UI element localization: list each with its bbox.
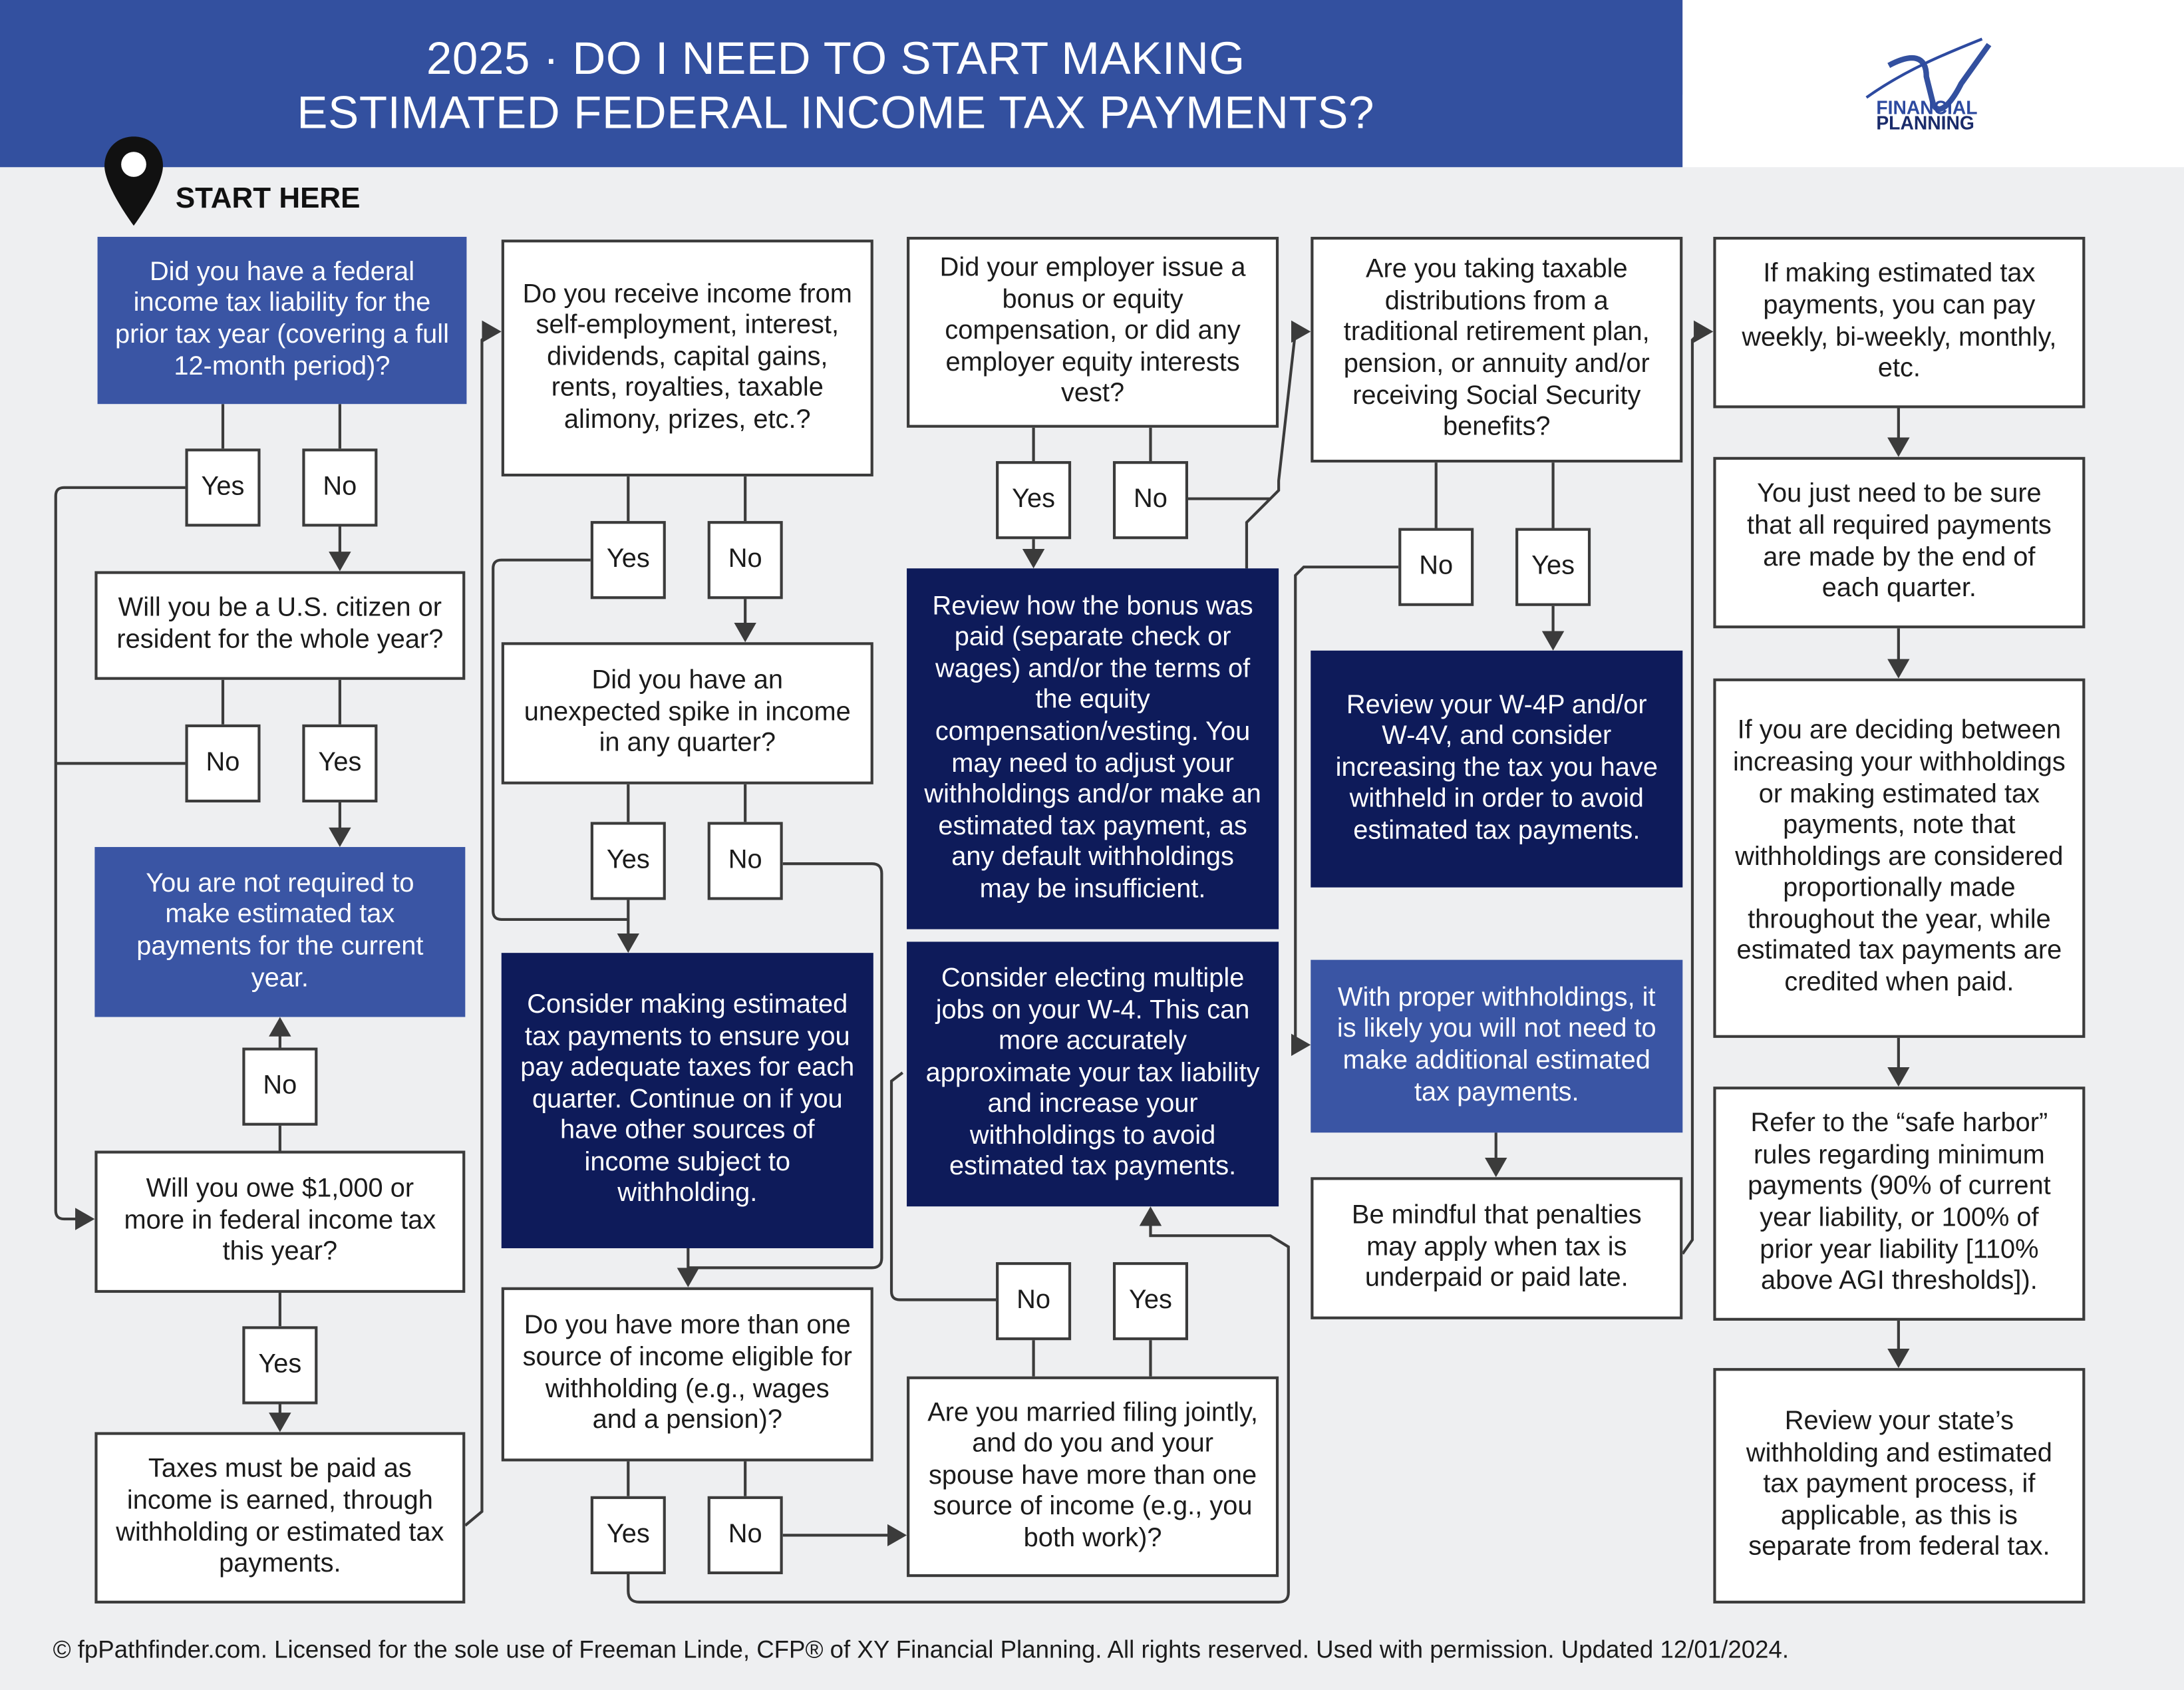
bonus-equity-question: Did your employer issue a bonus or equit… xyxy=(907,236,1279,428)
answer-no: No xyxy=(185,724,261,803)
title-line-1: 2025 · DO I NEED TO START MAKING xyxy=(426,32,1245,84)
title-line-2: ESTIMATED FEDERAL INCOME TAX PAYMENTS? xyxy=(297,86,1375,138)
multiple-jobs-guidance: Consider electing multiple jobs on your … xyxy=(907,941,1279,1207)
consider-estimated-payments: Consider making estimated tax payments t… xyxy=(501,953,873,1249)
not-required-result: You are not required to make estimated t… xyxy=(94,847,466,1017)
taxes-paid-as-earned: Taxes must be paid as income is earned, … xyxy=(94,1432,466,1604)
married-filing-jointly-question: Are you married filing jointly, and do y… xyxy=(907,1376,1279,1578)
answer-yes: Yes xyxy=(1112,1262,1189,1341)
state-withholding-note: Review your state’s withholding and esti… xyxy=(1713,1368,2086,1604)
answer-yes: Yes xyxy=(302,724,378,803)
answer-no: No xyxy=(242,1047,318,1126)
answer-yes: Yes xyxy=(590,1496,666,1574)
logo-planning-text: PLANNING xyxy=(1876,112,1974,134)
xy-logo-icon: FINANCIAL PLANNING xyxy=(1865,37,1992,134)
logo-financial-text: FINANCIAL xyxy=(1876,97,1977,118)
review-w4p-guidance: Review your W-4P and/or W-4V, and consid… xyxy=(1311,650,1683,888)
logo: FINANCIAL PLANNING xyxy=(1682,0,2184,168)
review-bonus-guidance: Review how the bonus was paid (separate … xyxy=(907,568,1279,930)
answer-no: No xyxy=(707,521,783,599)
answer-no: No xyxy=(996,1262,1072,1341)
penalties-note: Be mindful that penalties may apply when… xyxy=(1311,1177,1683,1319)
income-spike-question: Did you have an unexpected spike in inco… xyxy=(501,642,873,784)
other-income-question: Do you receive income from self-employme… xyxy=(501,240,873,477)
location-pin-icon xyxy=(104,136,163,226)
owe-1000-question: Will you owe $1,000 or more in federal i… xyxy=(94,1150,466,1293)
answer-yes: Yes xyxy=(590,822,666,900)
answer-no: No xyxy=(707,1496,783,1574)
answer-yes: Yes xyxy=(1515,528,1591,606)
answer-yes: Yes xyxy=(590,521,666,599)
multiple-sources-question: Do you have more than one source of inco… xyxy=(501,1287,873,1462)
answer-yes: Yes xyxy=(242,1326,318,1405)
copyright-footer: © fpPathfinder.com. Licensed for the sol… xyxy=(53,1635,1790,1663)
start-here-label: START HERE xyxy=(175,182,361,215)
answer-yes: Yes xyxy=(996,461,1072,540)
retirement-distributions-question: Are you taking taxable distributions fro… xyxy=(1311,236,1683,463)
safe-harbor-note: Refer to the “safe harbor” rules regardi… xyxy=(1713,1087,2086,1321)
withholding-vs-estimated-note: If you are deciding between increasing y… xyxy=(1713,678,2086,1038)
payment-frequency-note: If making estimated tax payments, you ca… xyxy=(1713,236,2086,409)
answer-no: No xyxy=(707,822,783,900)
citizen-resident-question: Will you be a U.S. citizen or resident f… xyxy=(94,571,466,680)
header-bar xyxy=(0,0,1683,168)
page-title: 2025 · DO I NEED TO START MAKING ESTIMAT… xyxy=(279,31,1393,139)
answer-no: No xyxy=(302,448,378,527)
prior-year-liability-question: Did you have a federal income tax liabil… xyxy=(97,236,467,405)
answer-no: No xyxy=(1398,528,1474,606)
answer-yes: Yes xyxy=(185,448,261,527)
quarterly-deadline-note: You just need to be sure that all requir… xyxy=(1713,456,2086,629)
answer-no: No xyxy=(1112,461,1189,540)
proper-withholdings-result: With proper withholdings, it is likely y… xyxy=(1311,959,1683,1133)
